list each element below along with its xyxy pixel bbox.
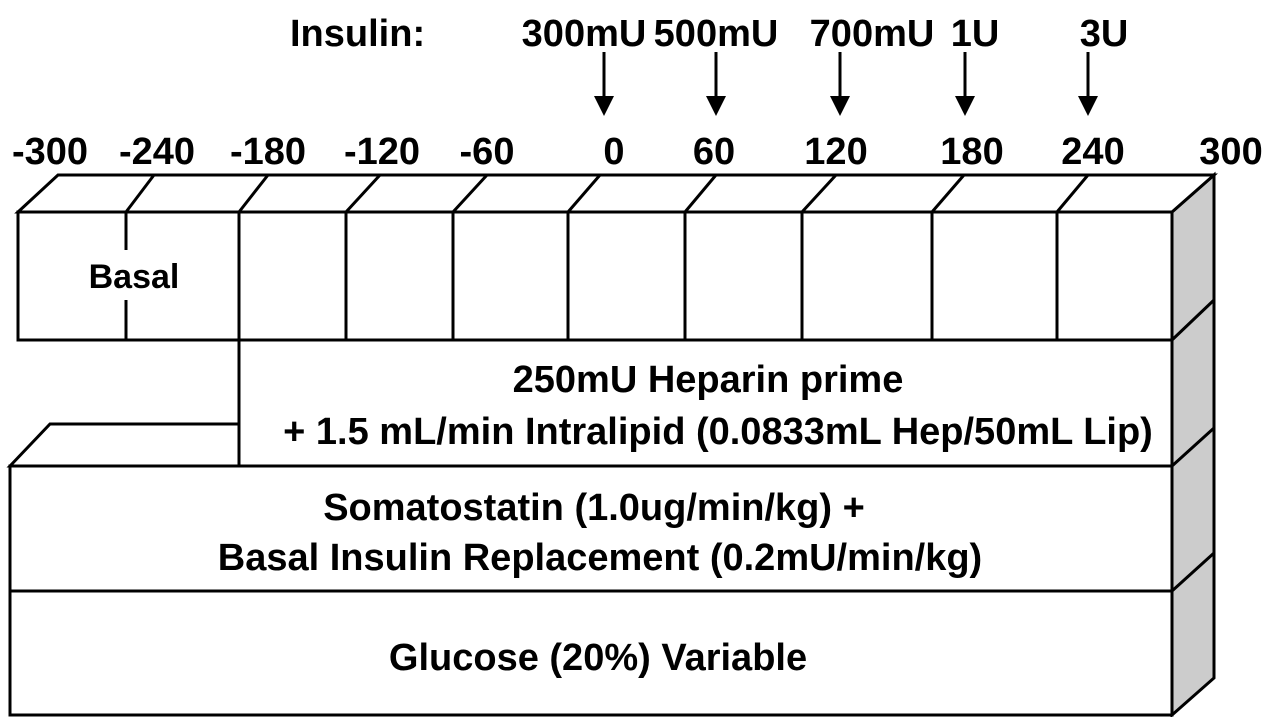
tick-label: -240 bbox=[119, 131, 195, 173]
insulin-dose-500mu: 500mU bbox=[654, 13, 779, 55]
tick-label: 300 bbox=[1199, 131, 1262, 173]
insulin-dose-3u: 3U bbox=[1080, 13, 1129, 55]
glucose-bar bbox=[8, 589, 1174, 717]
somatostatin-line-2: Basal Insulin Replacement (0.2mU/min/kg) bbox=[218, 537, 982, 579]
tick-label: 240 bbox=[1061, 131, 1124, 173]
tick-label: -300 bbox=[12, 131, 88, 173]
side-divider bbox=[1170, 551, 1216, 593]
tick-label: 0 bbox=[603, 131, 624, 173]
arrowhead-icon bbox=[830, 96, 850, 116]
insulin-dose-300mu: 300mU bbox=[522, 13, 647, 55]
tick-label: -60 bbox=[460, 131, 515, 173]
top-face-dividers bbox=[124, 173, 1090, 214]
tick-label: -120 bbox=[344, 131, 420, 173]
dose-arrows bbox=[594, 52, 1098, 116]
side-divider bbox=[1170, 298, 1216, 342]
tick-label: -180 bbox=[230, 131, 306, 173]
insulin-dose-700mu: 700mU bbox=[810, 13, 935, 55]
tick-label: 180 bbox=[940, 131, 1003, 173]
side-divider bbox=[1170, 426, 1216, 468]
timeline-row bbox=[16, 210, 1174, 342]
timeline-cell-dividers bbox=[124, 212, 1059, 340]
heparin-line-1: 250mU Heparin prime bbox=[513, 359, 904, 401]
glucose-label: Glucose (20%) Variable bbox=[389, 637, 807, 679]
insulin-doses: 300mU 500mU 700mU 1U 3U bbox=[522, 13, 1129, 55]
heparin-intralipid-bar bbox=[237, 338, 1174, 468]
tick-label: 60 bbox=[693, 131, 735, 173]
arrowhead-icon bbox=[594, 96, 614, 116]
somatostatin-top-face bbox=[6, 422, 241, 468]
arrowhead-icon bbox=[955, 96, 975, 116]
arrowhead-icon bbox=[1078, 96, 1098, 116]
arrowhead-icon bbox=[706, 96, 726, 116]
insulin-label: Insulin: bbox=[290, 13, 425, 55]
timeline-top-face bbox=[14, 173, 1218, 214]
somatostatin-bar bbox=[8, 464, 1174, 593]
somatostatin-line-1: Somatostatin (1.0ug/min/kg) + bbox=[323, 487, 865, 529]
basal-label: Basal bbox=[89, 258, 180, 296]
insulin-dose-1u: 1U bbox=[951, 13, 1000, 55]
timeline-ticks: -300 -240 -180 -120 -60 0 60 120 180 240… bbox=[12, 131, 1263, 173]
heparin-line-2: + 1.5 mL/min Intralipid (0.0833mL Hep/50… bbox=[283, 411, 1153, 453]
tick-label: 120 bbox=[804, 131, 867, 173]
